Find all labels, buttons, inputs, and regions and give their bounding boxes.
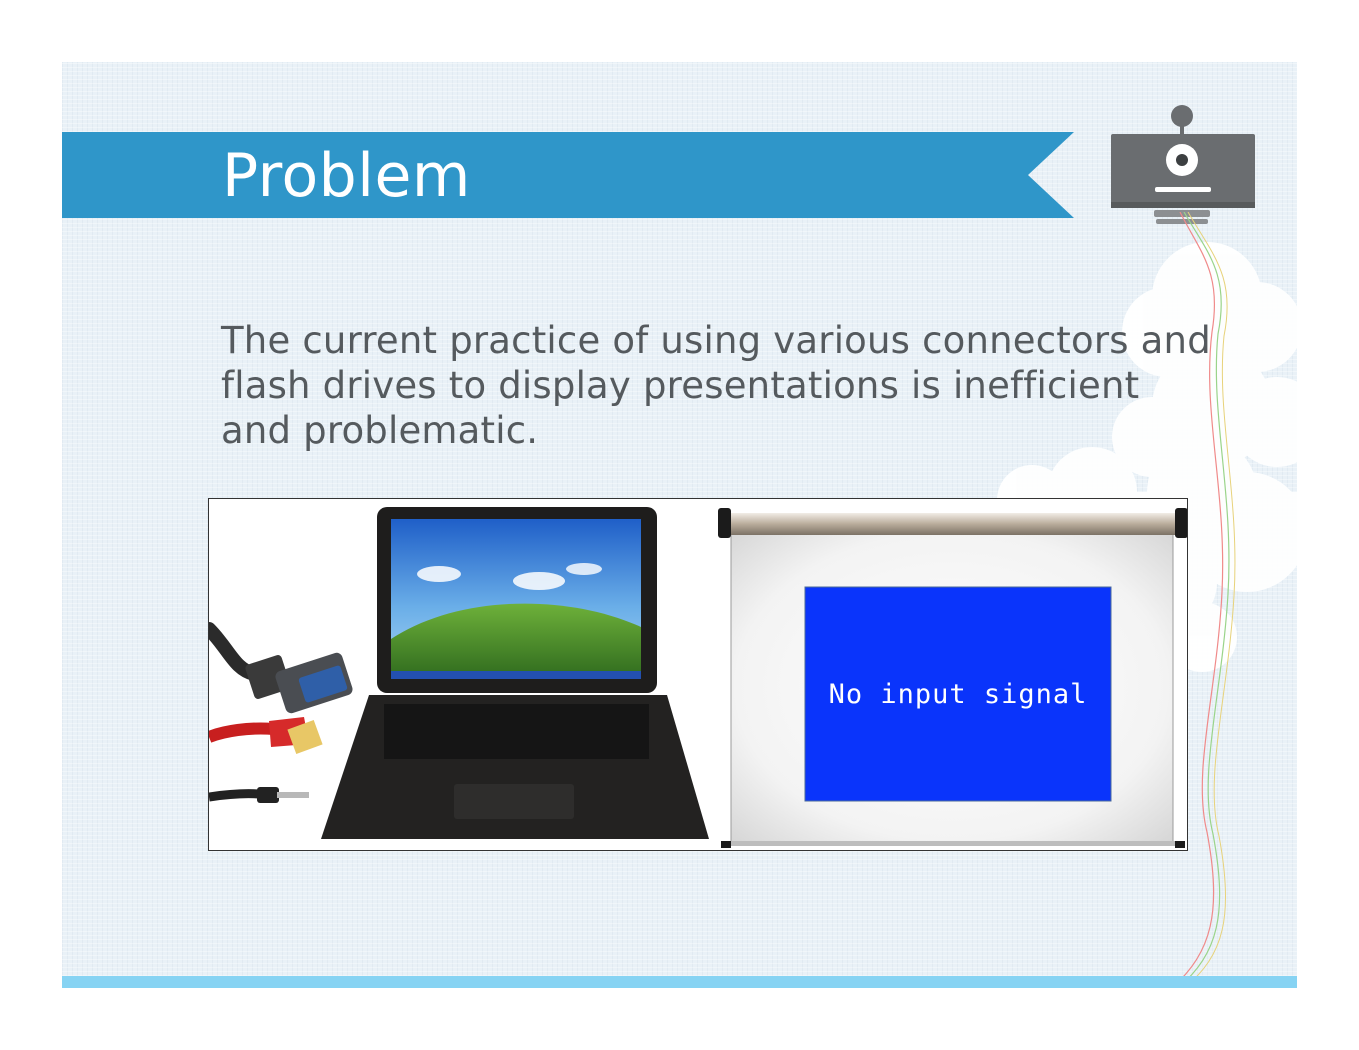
bottom-accent-bar xyxy=(62,976,1297,988)
webcam-icon xyxy=(1111,105,1255,224)
illustration-graphic xyxy=(209,507,1187,848)
projector-screen-image xyxy=(718,508,1187,848)
cables-image xyxy=(209,622,353,803)
title-banner xyxy=(62,132,1074,218)
slide-body-text: The current practice of using various co… xyxy=(221,319,1211,452)
no-signal-message: No input signal xyxy=(828,678,1088,710)
slide-title: Problem xyxy=(222,141,471,211)
laptop-image xyxy=(321,507,709,839)
webcam-wire xyxy=(1171,212,1236,988)
illustration-panel: No input signal xyxy=(208,498,1188,851)
slide: Problem The current practice of using va… xyxy=(62,62,1297,988)
